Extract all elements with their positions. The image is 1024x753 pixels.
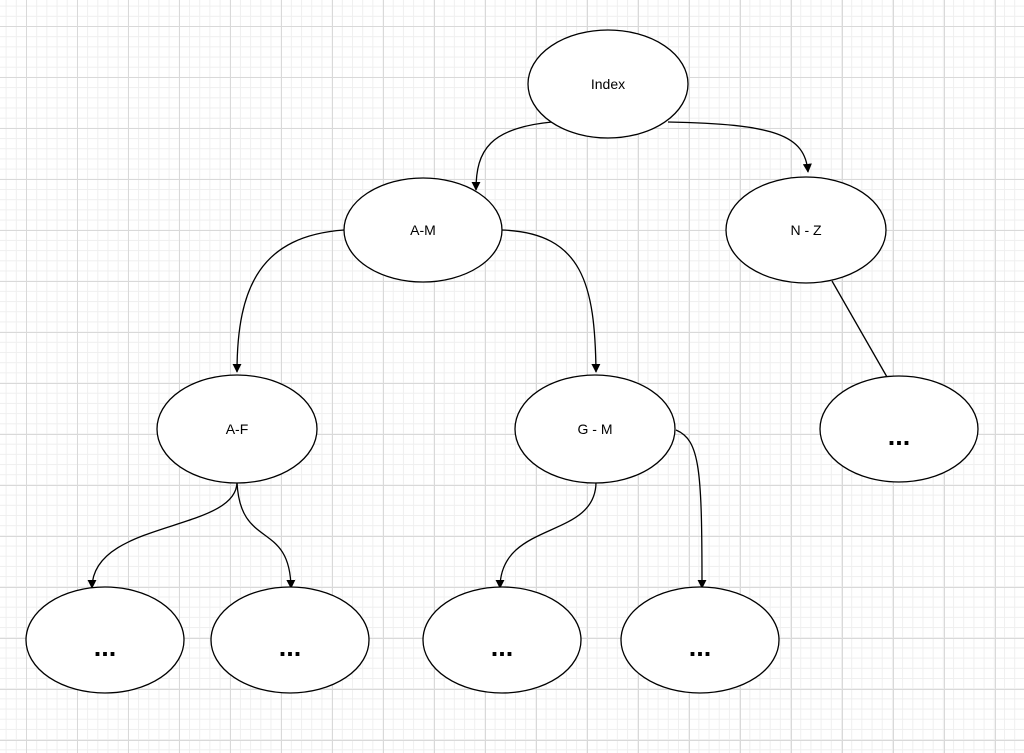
node-g-m-ellipse [514, 374, 676, 484]
node-a-f-right-child-ellipse [210, 586, 370, 694]
node-n-z-child[interactable]: ... [819, 375, 979, 483]
node-g-m-right-child-ellipse [620, 586, 780, 694]
edge-g-m-to-right-child [675, 429, 707, 589]
edge-index-to-n-z [667, 121, 812, 173]
node-a-f-left-child-label: ... [94, 632, 117, 662]
node-n-z-child-ellipse [819, 375, 979, 483]
node-a-f-left-child[interactable]: ... [25, 586, 185, 694]
node-a-f[interactable]: A-F [156, 374, 318, 484]
edge-n-z-to-child [831, 280, 888, 378]
edge-a-f-to-left-child [87, 481, 238, 589]
node-a-m-label: A-M [410, 222, 436, 238]
node-g-m-label: G - M [578, 421, 613, 437]
node-a-m-ellipse [343, 177, 503, 283]
node-n-z[interactable]: N - Z [725, 176, 887, 284]
node-index-ellipse [527, 29, 689, 139]
edge-a-m-to-g-m [501, 229, 601, 373]
node-index[interactable]: Index [527, 29, 689, 139]
node-a-f-right-child[interactable]: ... [210, 586, 370, 694]
node-g-m-right-child[interactable]: ... [620, 586, 780, 694]
node-index-label: Index [591, 76, 625, 92]
node-a-f-label: A-F [226, 421, 249, 437]
node-a-m[interactable]: A-M [343, 177, 503, 283]
node-a-f-right-child-label: ... [279, 632, 302, 662]
node-g-m-left-child-ellipse [422, 586, 582, 694]
edges [87, 121, 888, 589]
node-a-f-left-child-ellipse [25, 586, 185, 694]
node-g-m-left-child[interactable]: ... [422, 586, 582, 694]
edge-a-f-to-right-child [236, 481, 296, 589]
node-g-m-right-child-label: ... [689, 632, 712, 662]
edge-index-to-a-m [471, 121, 553, 191]
node-a-f-ellipse [156, 374, 318, 484]
node-n-z-child-label: ... [888, 421, 911, 451]
node-n-z-ellipse [725, 176, 887, 284]
edge-a-m-to-a-f [232, 229, 345, 373]
node-g-m[interactable]: G - M [514, 374, 676, 484]
node-n-z-label: N - Z [790, 222, 822, 238]
edge-g-m-to-left-child [495, 481, 597, 589]
node-g-m-left-child-label: ... [491, 632, 514, 662]
